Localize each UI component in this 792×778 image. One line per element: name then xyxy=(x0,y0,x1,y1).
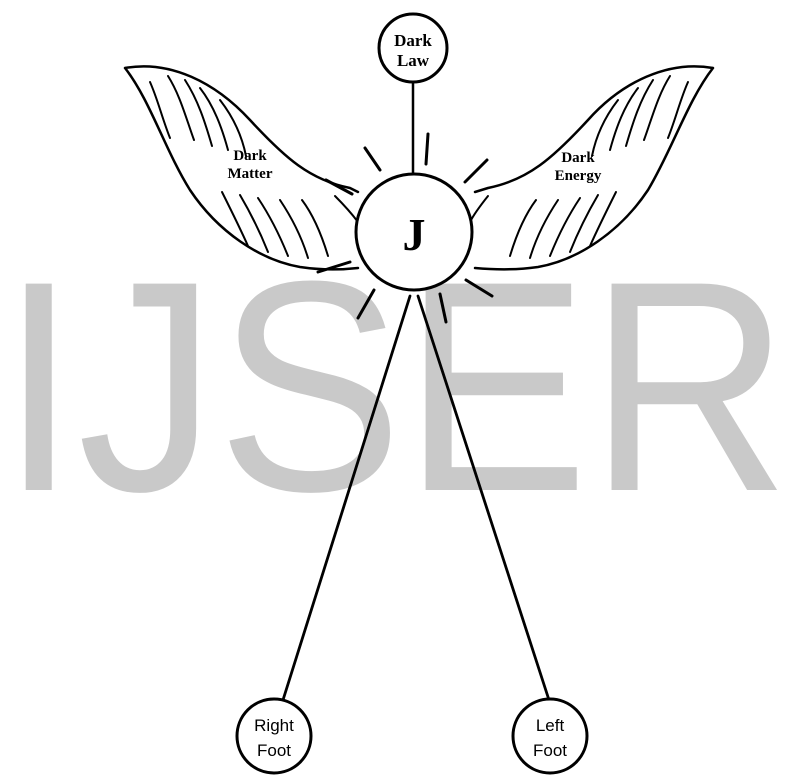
left-foot-node: Left Foot xyxy=(511,697,589,775)
right-foot-line1: Right xyxy=(254,716,294,735)
dark-matter-line1: Dark xyxy=(233,148,267,164)
right-foot-node: Right Foot xyxy=(235,697,313,775)
right-foot-connector xyxy=(281,294,412,702)
dark-energy-line2: Energy xyxy=(555,168,602,184)
dark-law-line1: Dark xyxy=(394,31,432,50)
radiance-rays xyxy=(316,132,494,324)
center-label: J xyxy=(403,209,426,260)
left-foot-line1: Left xyxy=(536,716,565,735)
left-foot-connector xyxy=(416,294,551,702)
right-foot-line2: Foot xyxy=(257,741,291,760)
center-node: J xyxy=(354,172,474,292)
dark-energy-line1: Dark xyxy=(561,150,595,166)
left-foot-line2: Foot xyxy=(533,741,567,760)
dark-law-line2: Law xyxy=(397,51,430,70)
dark-law-node: Dark Law xyxy=(377,12,449,84)
left-wing xyxy=(123,65,360,271)
dark-matter-line2: Matter xyxy=(228,166,273,182)
